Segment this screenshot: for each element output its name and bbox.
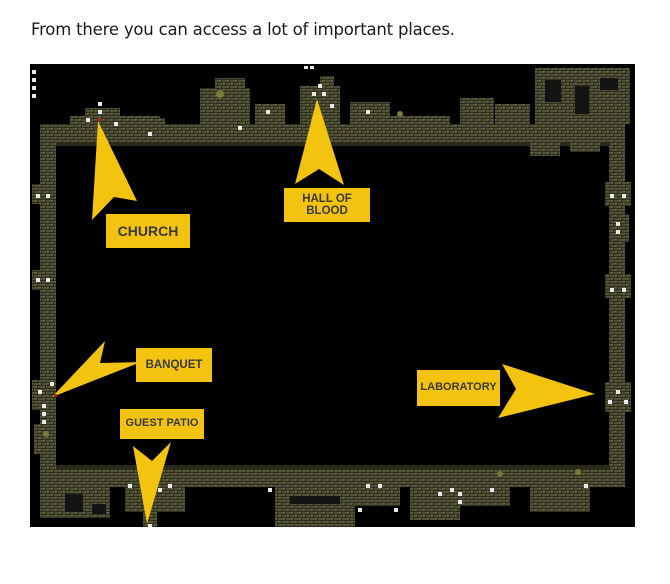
guest-patio-arrow (133, 442, 171, 524)
castle-walls (32, 68, 631, 527)
banquet-label: BANQUET (136, 348, 212, 382)
banquet-arrow (52, 341, 141, 397)
caption: From there you can access a lot of impor… (31, 20, 455, 39)
church-label: CHURCH (106, 214, 190, 248)
hall-of-blood-arrow (295, 99, 344, 185)
red-markers (54, 118, 101, 397)
hall-of-blood-label: HALL OF BLOOD (284, 188, 370, 222)
laboratory-arrow (498, 364, 595, 418)
arrows (52, 99, 595, 524)
church-arrow (92, 121, 137, 220)
doors (32, 66, 628, 527)
map-drawing (32, 66, 631, 527)
guest-patio-label: GUEST PATIO (120, 409, 204, 439)
dungeon-map: CHURCH HALL OF BLOOD BANQUET GUEST PATIO… (30, 64, 635, 527)
laboratory-label: LABORATORY (417, 370, 500, 406)
